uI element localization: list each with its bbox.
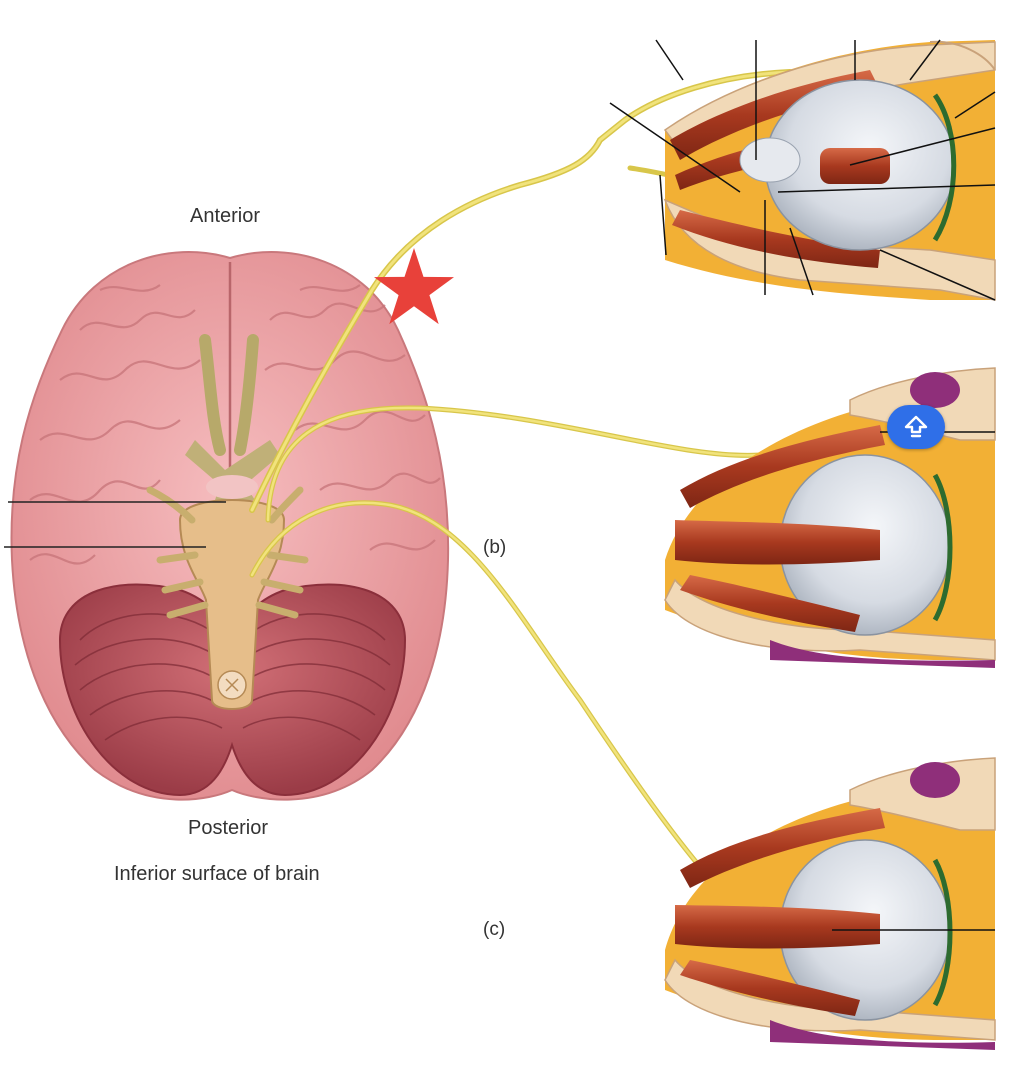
brain-inferior-view: [4, 251, 450, 801]
eye-orbit-superior: [609, 39, 996, 301]
upload-button[interactable]: [887, 405, 945, 449]
posterior-label: Posterior: [188, 817, 269, 839]
panel-b-label: (b): [483, 537, 507, 558]
upload-arrow-icon: [904, 415, 928, 438]
eye-orbit-middle: [664, 367, 996, 668]
star-icon: [374, 248, 454, 325]
anterior-label: Anterior: [190, 205, 261, 227]
eye-orbit-lateral: [664, 757, 996, 1050]
brainstem: [178, 498, 286, 710]
panel-c-label: (c): [483, 919, 506, 940]
caption-label: Inferior surface of brain: [114, 863, 320, 885]
